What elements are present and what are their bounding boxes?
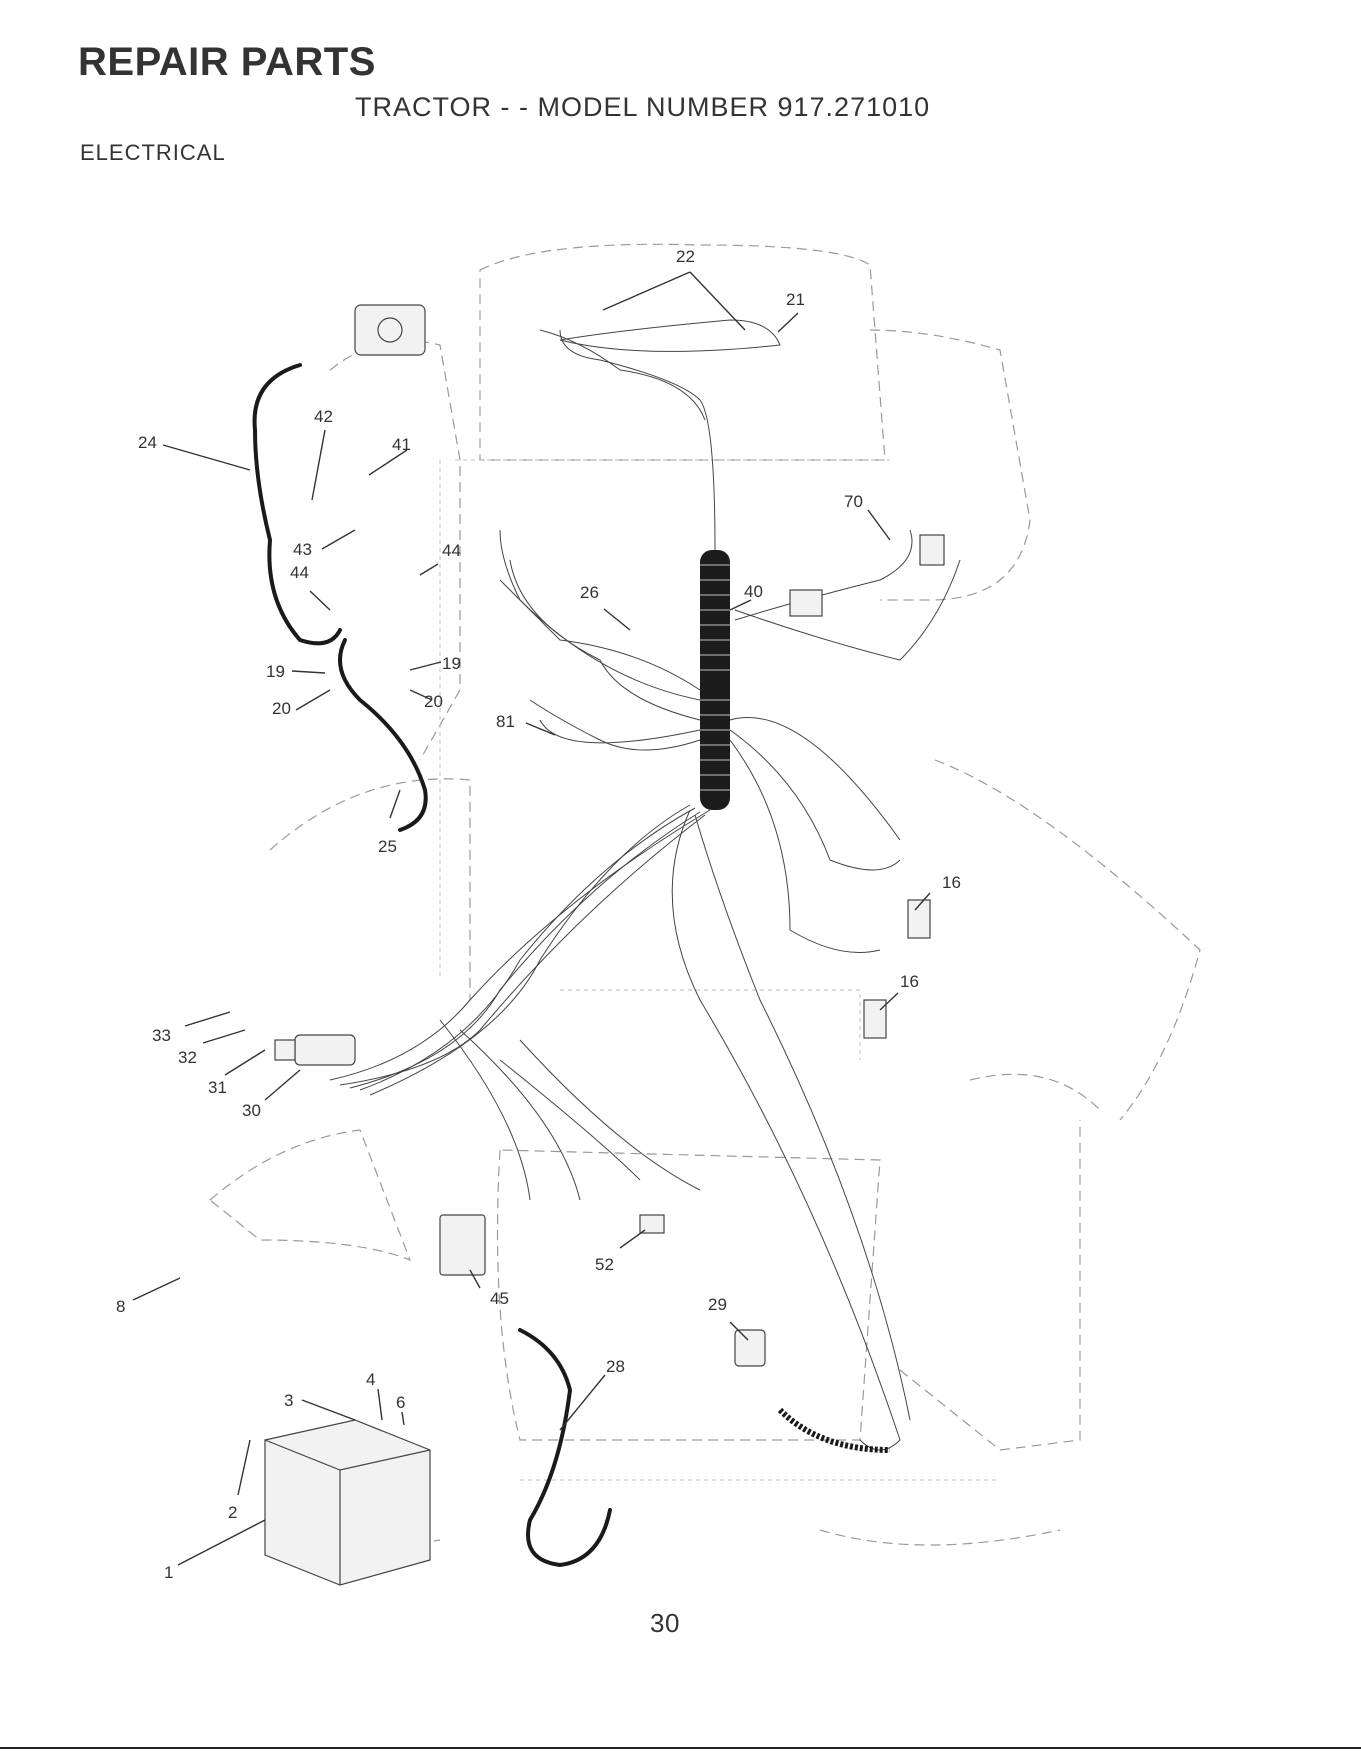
leader-lines	[133, 272, 930, 1565]
callout-41: 41	[392, 435, 411, 454]
tractor-outline	[210, 244, 1200, 1545]
callout-4: 4	[366, 1370, 375, 1389]
callout-19a: 19	[266, 662, 285, 681]
callout-8: 8	[116, 1297, 125, 1316]
callout-44b: 44	[442, 541, 461, 560]
callout-81: 81	[496, 712, 515, 731]
callout-26: 26	[580, 583, 599, 602]
callout-42: 42	[314, 407, 333, 426]
callout-52: 52	[595, 1255, 614, 1274]
callout-labels: 22 21 24 42 41 70 43 44 44 26 40 19 19 2…	[116, 247, 961, 1582]
callout-20a: 20	[272, 699, 291, 718]
callout-16a: 16	[942, 873, 961, 892]
callout-25: 25	[378, 837, 397, 856]
callout-21: 21	[786, 290, 805, 309]
callout-31: 31	[208, 1078, 227, 1097]
battery-1	[265, 1420, 430, 1585]
callout-16b: 16	[900, 972, 919, 991]
callout-19b: 19	[442, 654, 461, 673]
page-number: 30	[650, 1608, 680, 1639]
callout-30: 30	[242, 1101, 261, 1120]
starter-solenoid-43	[355, 305, 425, 355]
callout-43: 43	[293, 540, 312, 559]
battery-cable-25	[340, 640, 426, 830]
wiring-harness	[330, 320, 960, 1450]
callout-3: 3	[284, 1391, 293, 1410]
switch-70	[790, 535, 944, 616]
harness-coil-40	[700, 550, 730, 810]
callout-29: 29	[708, 1295, 727, 1314]
callout-22: 22	[676, 247, 695, 266]
callout-70: 70	[844, 492, 863, 511]
callout-1: 1	[164, 1563, 173, 1582]
bottom-rule	[0, 1747, 1361, 1749]
ignition-switch-30	[275, 1035, 355, 1065]
callout-44a: 44	[290, 563, 309, 582]
battery-cable-28	[520, 1330, 610, 1565]
callout-20b: 20	[424, 692, 443, 711]
callout-45: 45	[490, 1289, 509, 1308]
hour-meter-45	[440, 1215, 485, 1275]
callout-24: 24	[138, 433, 157, 452]
callout-2: 2	[228, 1503, 237, 1522]
callout-40: 40	[744, 582, 763, 601]
callout-33: 33	[152, 1026, 171, 1045]
callout-28: 28	[606, 1357, 625, 1376]
relay-16b	[864, 1000, 886, 1038]
callout-32: 32	[178, 1048, 197, 1067]
callout-6: 6	[396, 1393, 405, 1412]
